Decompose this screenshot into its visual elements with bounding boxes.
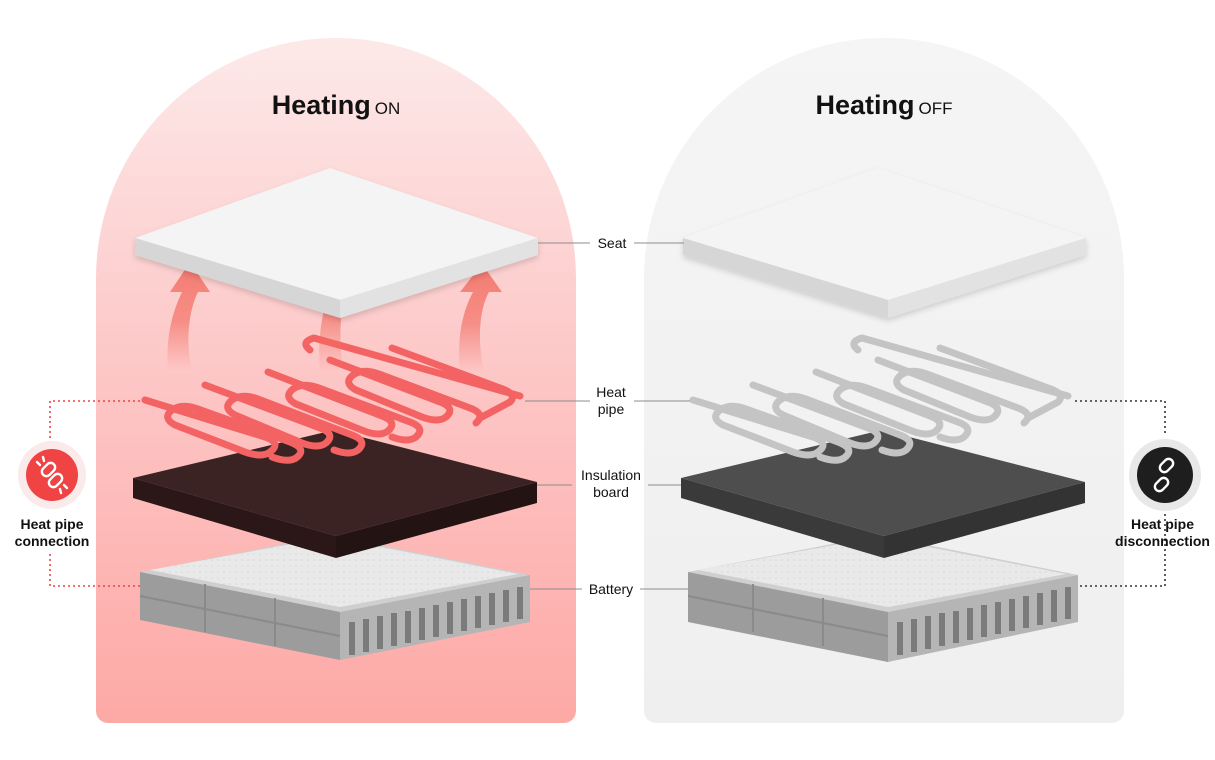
heating-off-state: OFF <box>918 99 953 118</box>
heat-pipe-connection-label: Heat pipe connection <box>2 516 102 550</box>
seat-label: Seat <box>597 235 627 251</box>
battery-label: Battery <box>588 581 634 597</box>
heat-arrows <box>167 248 502 372</box>
seat-on <box>135 168 538 318</box>
heat-pipe-connection-badge <box>18 441 86 509</box>
heat-pipe-off <box>689 334 1072 464</box>
heating-off-title-text: Heating <box>815 90 915 120</box>
heat-pipe-on <box>141 334 524 464</box>
broken-link-icon <box>1153 457 1175 493</box>
connection-label-line2: connection <box>14 533 90 549</box>
insulation-board-label: Insulation board <box>570 467 652 501</box>
battery-on <box>139 535 530 660</box>
insulation-board-label-line2: board <box>593 484 629 500</box>
heat-pipe-label-line2: pipe <box>597 401 625 417</box>
heating-on-state: ON <box>374 99 401 118</box>
connection-lines <box>49 400 1166 587</box>
link-icon <box>35 455 69 495</box>
heat-pipe-label-line1: Heat <box>596 384 626 400</box>
connection-label-line1: Heat pipe <box>20 516 84 532</box>
insulation-board-off <box>681 430 1085 558</box>
disconnection-label-line2: disconnection <box>1115 533 1210 549</box>
heating-on-title-text: Heating <box>271 90 371 120</box>
seat-off <box>683 168 1086 318</box>
insulation-board-label-line1: Insulation <box>581 467 641 483</box>
heat-pipe-label: Heat pipe <box>583 384 639 418</box>
heat-pipe-disconnection-badge <box>1129 439 1201 511</box>
battery-off <box>687 535 1078 662</box>
leader-lines <box>525 242 690 590</box>
disconnection-label-line1: Heat pipe <box>1130 516 1194 532</box>
insulation-board-on <box>133 430 537 558</box>
heat-pipe-disconnection-label: Heat pipe disconnection <box>1110 516 1215 550</box>
